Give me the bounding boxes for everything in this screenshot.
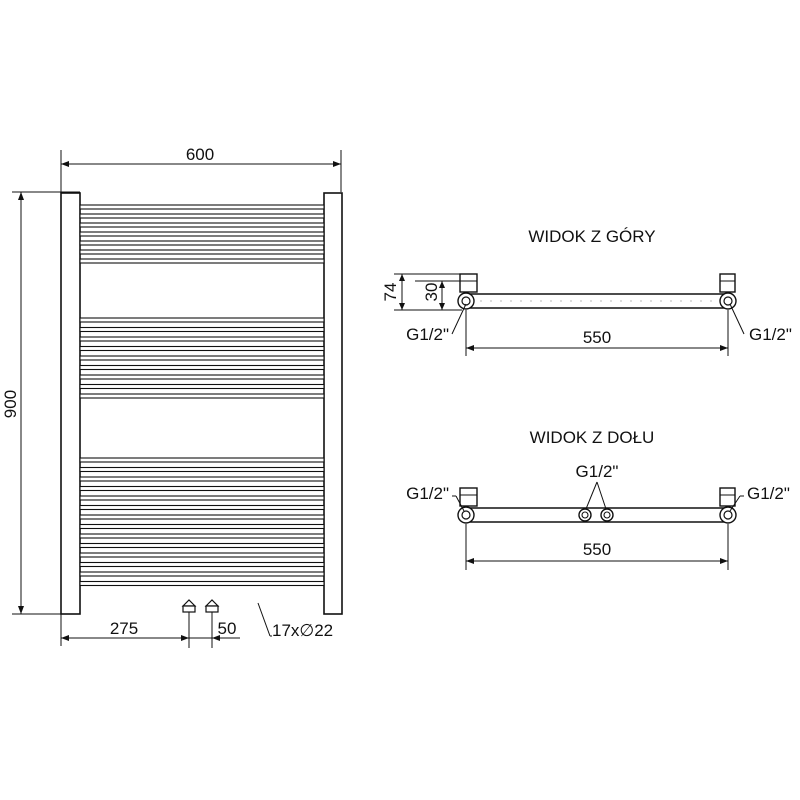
tubes-label: 17x∅22 — [272, 621, 333, 640]
width-dimension: 600 — [60, 145, 342, 192]
towel-bar — [79, 466, 325, 473]
top-right-connector — [719, 273, 737, 310]
towel-bar — [79, 457, 325, 463]
towel-bar — [79, 476, 325, 482]
valve-left — [181, 599, 197, 613]
towel-bar — [79, 240, 325, 246]
towel-bar — [79, 364, 325, 371]
bottom-dimensions: 275 50 17x∅22 — [60, 602, 333, 648]
top-offset-label: 30 — [422, 283, 441, 302]
towel-bar — [79, 317, 325, 323]
bottom-left-conn-label: G1/2" — [406, 484, 449, 503]
top-span-dimension: 550 — [465, 310, 729, 356]
towel-bar — [79, 249, 325, 255]
top-left-conn-label: G1/2" — [406, 325, 449, 344]
width-label: 600 — [186, 145, 214, 164]
bottom-span-label: 550 — [583, 540, 611, 559]
towel-bar — [79, 514, 325, 520]
towel-bar — [79, 213, 325, 219]
towel-bar — [79, 204, 325, 210]
towel-bar — [79, 580, 325, 587]
bottom-right-connector — [719, 487, 737, 524]
valve-right — [204, 599, 220, 613]
right-rail — [323, 192, 343, 615]
top-right-conn-label: G1/2" — [749, 325, 792, 344]
spacing-label: 50 — [218, 619, 237, 638]
towel-bar — [79, 542, 325, 549]
left-offset-label: 275 — [110, 619, 138, 638]
towel-bar — [79, 222, 325, 228]
towel-bar — [79, 552, 325, 558]
height-dimension: 900 — [1, 191, 80, 615]
towel-bar — [79, 523, 325, 530]
top-left-connector — [457, 273, 478, 310]
top-depth-dimensions: 74 30 — [381, 273, 462, 311]
towel-bar — [79, 231, 325, 237]
towel-bar — [79, 355, 325, 361]
bottom-right-conn-label: G1/2" — [747, 484, 790, 503]
bottom-center-connectors: G1/2" — [576, 462, 619, 522]
towel-bar — [79, 383, 325, 390]
towel-bar — [79, 504, 325, 511]
top-view: WIDOK Z GÓRY 74 — [381, 227, 792, 356]
bottom-rail-bar — [465, 507, 729, 523]
left-rail — [60, 192, 81, 615]
front-view: 600 900 — [1, 145, 343, 648]
top-view-title: WIDOK Z GÓRY — [528, 227, 655, 246]
towel-bar — [79, 495, 325, 501]
towel-bar — [79, 571, 325, 577]
top-span-label: 550 — [583, 328, 611, 347]
towel-bar — [79, 374, 325, 380]
top-rail-bar — [465, 293, 729, 309]
towel-bar — [79, 393, 325, 399]
towel-bar — [79, 336, 325, 342]
towel-bar — [79, 258, 325, 264]
bottom-view-title: WIDOK Z DOŁU — [530, 428, 655, 447]
bottom-center-conn-label: G1/2" — [576, 462, 619, 481]
towel-bar — [79, 485, 325, 492]
towel-bars — [79, 204, 325, 587]
height-label: 900 — [1, 390, 20, 418]
top-depth-label: 74 — [381, 283, 400, 302]
towel-bar — [79, 345, 325, 352]
towel-bar — [79, 326, 325, 333]
bottom-span-dimension: 550 — [465, 524, 729, 570]
bottom-view: WIDOK Z DOŁU G1/2" G1/2" — [406, 428, 790, 570]
bottom-left-connector — [457, 487, 478, 524]
towel-bar — [79, 533, 325, 539]
towel-bar — [79, 561, 325, 568]
